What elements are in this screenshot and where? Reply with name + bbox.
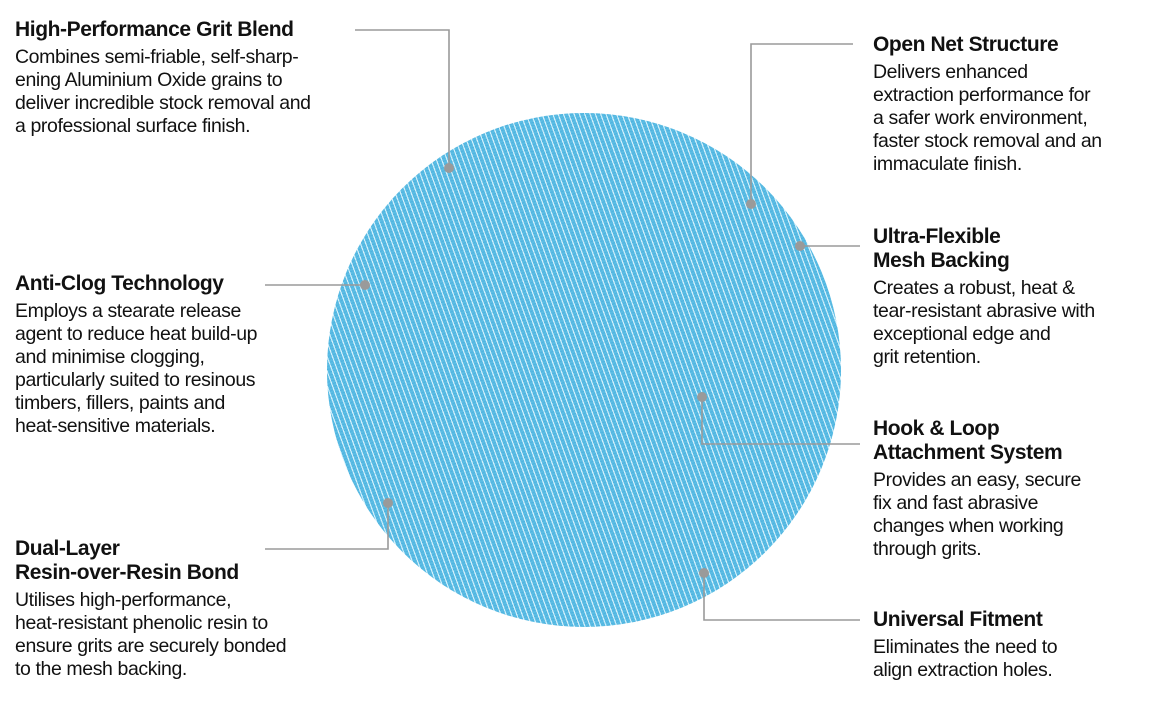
callout-dot-anti-clog [360, 280, 370, 290]
feature-ultra-flexible-backing: Ultra-Flexible Mesh Backing Creates a ro… [873, 225, 1150, 369]
feature-description: Provides an easy, secure fix and fast ab… [873, 469, 1081, 560]
callout-dot-universal-fitment [699, 568, 709, 578]
callout-dot-grit-blend [444, 163, 454, 173]
feature-description: Employs a stearate release agent to redu… [15, 300, 258, 437]
feature-title: Ultra-Flexible Mesh Backing [873, 225, 1010, 272]
feature-anti-clog: Anti-Clog Technology Employs a stearate … [15, 272, 315, 438]
feature-title: Hook & Loop Attachment System [873, 417, 1063, 464]
feature-title: Open Net Structure [873, 33, 1059, 56]
feature-description: Utilises high-performance, heat-resistan… [15, 589, 287, 680]
leader-open-net [750, 43, 853, 204]
callout-dot-dual-layer [383, 498, 393, 508]
callout-dot-open-net [746, 199, 756, 209]
feature-description: Creates a robust, heat & tear-resistant … [873, 277, 1095, 368]
leader-dual-layer [265, 503, 389, 550]
mesh-abrasive-disc [327, 113, 841, 627]
feature-universal-fitment: Universal Fitment Eliminates the need to… [873, 608, 1150, 682]
feature-title: Dual-Layer Resin-over-Resin Bond [15, 537, 239, 584]
callout-dot-hook-loop [697, 392, 707, 402]
feature-hook-loop-attachment: Hook & Loop Attachment System Provides a… [873, 417, 1150, 561]
leader-hook-loop [701, 397, 860, 445]
feature-open-net-structure: Open Net Structure Delivers enhanced ext… [873, 33, 1150, 176]
leader-universal-fitment [703, 573, 860, 621]
callout-dot-ultra-flexible [795, 241, 805, 251]
feature-title: Anti-Clog Technology [15, 272, 224, 295]
feature-dual-layer-bond: Dual-Layer Resin-over-Resin Bond Utilise… [15, 537, 355, 681]
feature-grit-blend: High-Performance Grit Blend Combines sem… [15, 18, 375, 138]
feature-description: Delivers enhanced extraction performance… [873, 61, 1102, 175]
feature-title: Universal Fitment [873, 608, 1043, 631]
feature-description: Eliminates the need to align extraction … [873, 636, 1058, 681]
feature-title: High-Performance Grit Blend [15, 18, 294, 41]
leader-grit-blend [355, 29, 450, 168]
feature-description: Combines semi-friable, self-sharp- ening… [15, 46, 311, 137]
